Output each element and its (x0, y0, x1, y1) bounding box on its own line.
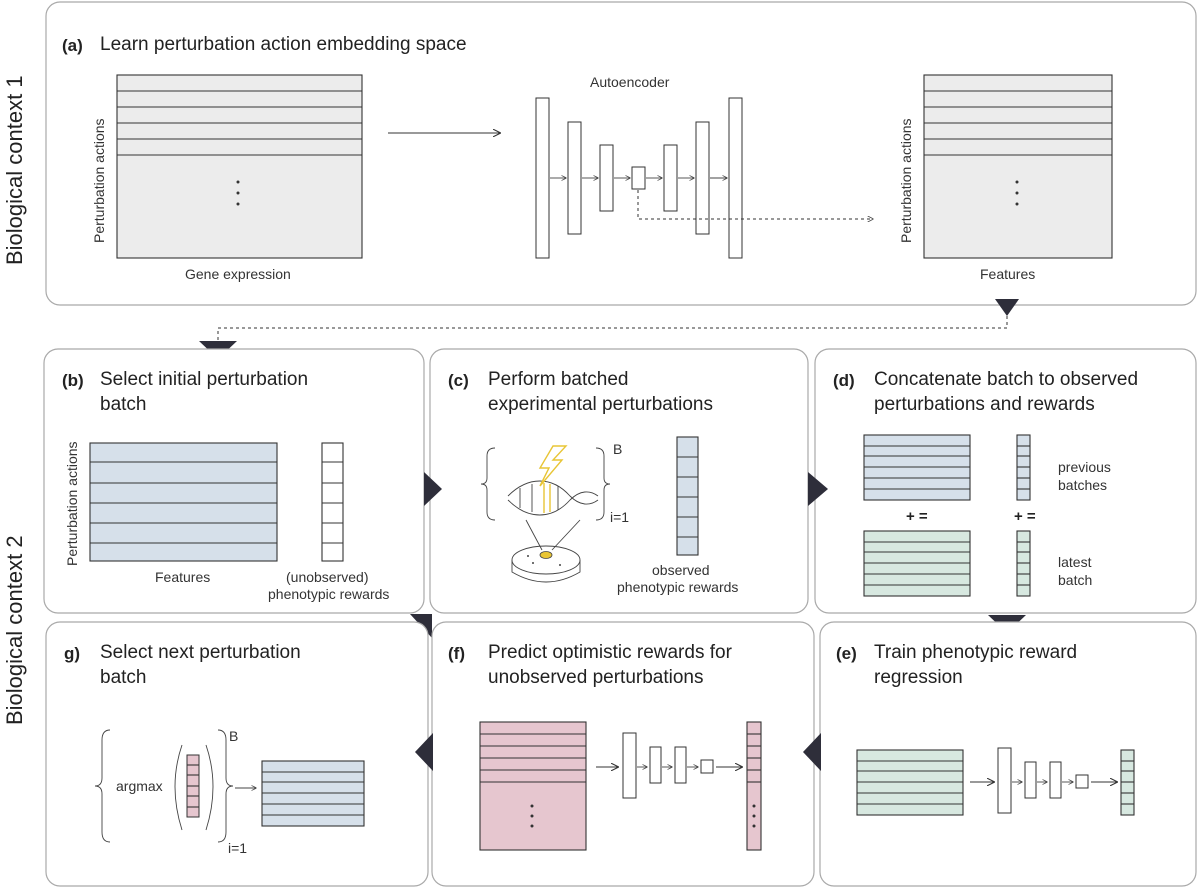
panel-d-latest-line1: latest (1058, 554, 1092, 570)
autoencoder-label: Autoencoder (590, 74, 670, 90)
panel-g-title-line1: Select next perturbation (100, 642, 301, 663)
context-1-label: Biological context 1 (2, 75, 27, 265)
panel-a-input-ylabel: Perturbation actions (91, 118, 107, 243)
connector-triangle-a (995, 299, 1019, 316)
previous-batches-vector (1016, 434, 1031, 501)
flow-arrow-e-to-f (803, 733, 821, 771)
panel-f-letter: (f) (448, 644, 465, 663)
flow-arrow-b-to-c (424, 472, 442, 506)
panel-e-title-line2: regression (874, 667, 963, 688)
previous-batches-matrix (863, 434, 971, 501)
panel-d-previous-line2: batches (1058, 477, 1107, 493)
panel-f-regression-network (596, 732, 742, 799)
panel-d-title-line1: Concatenate batch to observed (874, 369, 1138, 390)
panel-b-vector-label-line1: (unobserved) (286, 569, 369, 585)
panel-d-title-line2: perturbations and rewards (874, 394, 1095, 415)
panel-c-title-line2: experimental perturbations (488, 394, 713, 415)
panel-g-title-line2: batch (100, 667, 146, 688)
panel-g-lower-index: i=1 (228, 840, 247, 856)
panel-d-letter: (d) (833, 371, 855, 390)
panel-b-title-line2: batch (100, 394, 146, 415)
panel-c-vector-label-line2: phenotypic rewards (617, 579, 738, 595)
panel-c-lower-index: i=1 (610, 509, 629, 525)
panel-d-latest-line2: batch (1058, 572, 1092, 588)
connector-dashed-a-to-b (217, 316, 1008, 342)
panel-d-concat-right: + = (1014, 508, 1036, 525)
panel-c-upper-index: B (613, 441, 622, 457)
panel-e-letter: (e) (836, 644, 857, 663)
panel-a-output-xlabel: Features (980, 266, 1035, 282)
panel-a-input-xlabel: Gene expression (185, 266, 291, 282)
dna-perturbation-icon (480, 445, 611, 583)
panel-f-title-line2: unobserved perturbations (488, 667, 703, 688)
panel-g-letter: g) (64, 644, 80, 663)
panel-b-letter: (b) (62, 371, 84, 390)
panel-f-title-line1: Predict optimistic rewards for (488, 642, 733, 663)
panel-b-feature-matrix (89, 442, 278, 562)
panel-a-output-ylabel: Perturbation actions (898, 118, 914, 243)
panel-g-operator: argmax (116, 778, 163, 794)
panel-a-letter: (a) (62, 36, 83, 55)
panel-e-title-line1: Train phenotypic reward (874, 642, 1077, 663)
latest-batch-matrix (863, 530, 971, 597)
gene-expression-matrix (116, 74, 363, 259)
unobserved-feature-matrix (479, 721, 587, 851)
autoencoder-network (535, 97, 873, 259)
feature-embedding-matrix (923, 74, 1113, 259)
flow-arrow-c-to-d (808, 472, 828, 506)
panel-b-reward-vector (321, 442, 344, 562)
panel-b-vector-label-line2: phenotypic rewards (268, 586, 389, 602)
panel-d-concat-left: + = (906, 508, 928, 525)
panel-b-matrix-xlabel: Features (155, 569, 210, 585)
panel-g-upper-index: B (229, 728, 238, 744)
training-reward-vector (1120, 749, 1135, 816)
optimistic-reward-vector (746, 721, 762, 851)
lightning-icon (538, 445, 568, 487)
panel-c-vector-label-line1: observed (652, 562, 710, 578)
panel-b-matrix-ylabel: Perturbation actions (64, 441, 80, 566)
panel-a-title: Learn perturbation action embedding spac… (100, 34, 467, 55)
panel-c-title-line1: Perform batched (488, 369, 628, 390)
argmax-expression (94, 729, 256, 843)
panel-d-previous-line1: previous (1058, 459, 1111, 475)
context-2-label: Biological context 2 (2, 535, 27, 725)
training-feature-matrix (856, 749, 964, 816)
panel-b-title-line1: Select initial perturbation (100, 369, 308, 390)
flow-arrow-f-to-g (415, 733, 433, 771)
panel-c-letter: (c) (448, 371, 469, 390)
latest-batch-vector (1016, 530, 1031, 597)
panel-c-reward-vector (676, 436, 699, 556)
panel-e-regression-network (970, 747, 1117, 814)
next-batch-matrix (261, 760, 365, 827)
